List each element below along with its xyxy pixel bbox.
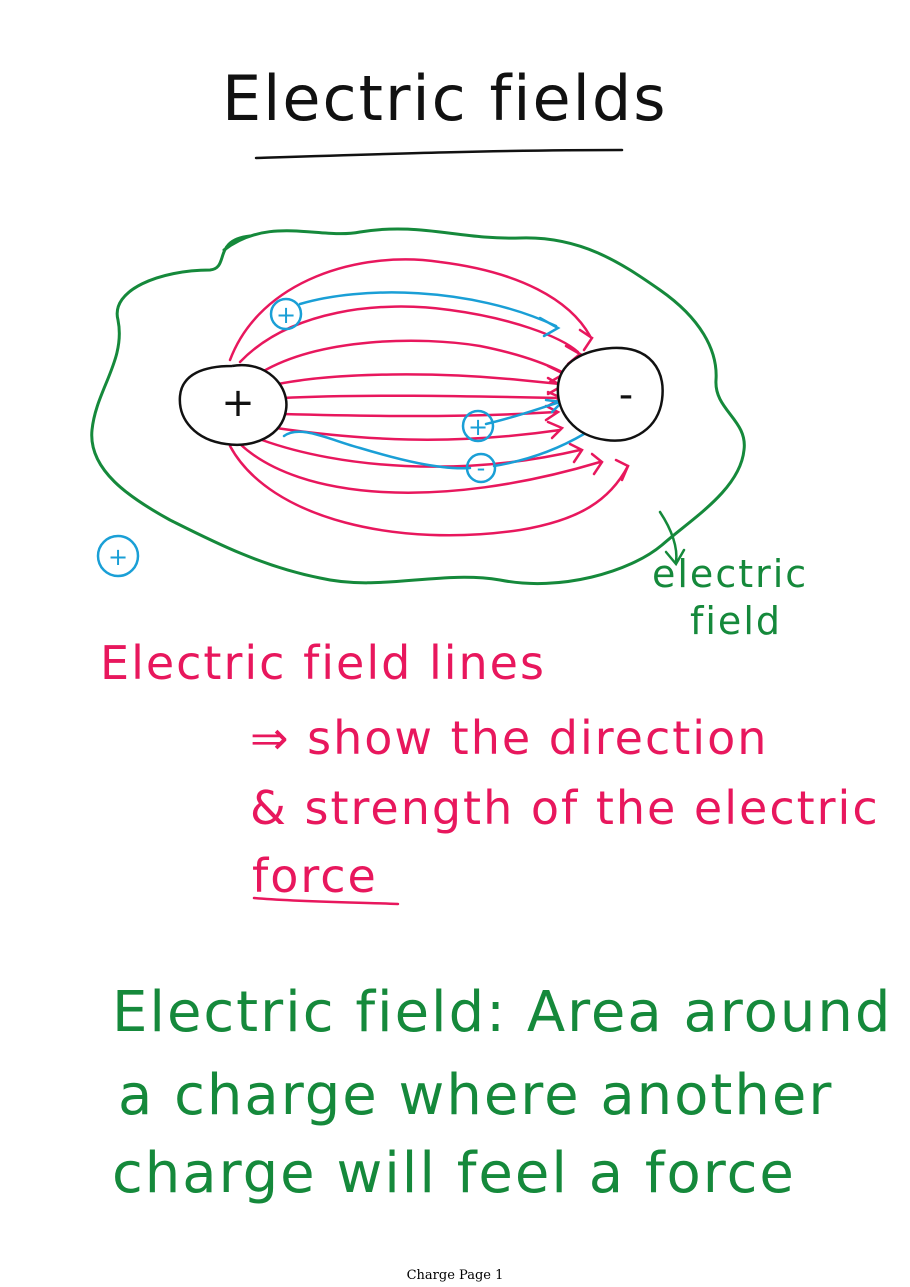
field-line xyxy=(228,258,592,362)
definition-line: Electric field: Area around xyxy=(112,980,893,1045)
test-charge-lower-positive: + xyxy=(461,409,495,443)
field-line-arrowhead xyxy=(546,420,565,440)
test-charge-upper-positive: + xyxy=(269,297,303,331)
test-charge-path xyxy=(492,432,586,468)
test-charge-label: + xyxy=(468,413,488,441)
field-line xyxy=(260,438,582,468)
positive-charge: + xyxy=(178,363,288,446)
field-line-arrowhead xyxy=(578,328,594,352)
field-lines-note-line: Electric field lines xyxy=(100,636,546,690)
test-charge-outside: + xyxy=(96,534,140,578)
field-annotation-line-2: field xyxy=(690,599,782,643)
definition-line: a charge where another xyxy=(118,1063,834,1128)
negative-charge-label: - xyxy=(619,372,633,418)
test-charge-paths xyxy=(282,291,586,470)
test-charge-path xyxy=(298,291,561,338)
page-footer: Charge Page 1 xyxy=(406,1268,504,1283)
field-line xyxy=(238,442,602,494)
field-annotation-pointer xyxy=(658,510,686,567)
field-line-arrowhead xyxy=(544,404,561,422)
positive-charge-label: + xyxy=(221,380,255,426)
test-charge-label: + xyxy=(276,301,296,329)
field-line-arrowhead xyxy=(614,458,630,482)
field-lines-note-line: ⇒ show the direction xyxy=(250,711,769,765)
field-line-arrowhead xyxy=(590,452,604,476)
page-title: Electric fields xyxy=(222,62,668,135)
force-underline xyxy=(252,896,400,906)
field-annotation-line-1: electric xyxy=(652,552,809,596)
field-line-arrowhead xyxy=(568,442,584,464)
field-lines-note-line: & strength of the electric xyxy=(250,781,880,835)
field-line xyxy=(260,339,564,374)
test-charge-label: - xyxy=(477,454,486,482)
test-charge-negative: - xyxy=(465,452,497,484)
title-underline xyxy=(254,148,624,160)
definition-line: charge will feel a force xyxy=(112,1141,796,1206)
field-line xyxy=(276,373,562,386)
negative-charge: - xyxy=(556,346,664,442)
test-charge-label: + xyxy=(108,543,128,571)
field-lines-note-line: force xyxy=(252,849,378,903)
field-line xyxy=(280,394,562,400)
test-charge-path xyxy=(282,430,472,470)
field-line xyxy=(228,444,630,537)
field-boundary-loop xyxy=(90,227,746,586)
